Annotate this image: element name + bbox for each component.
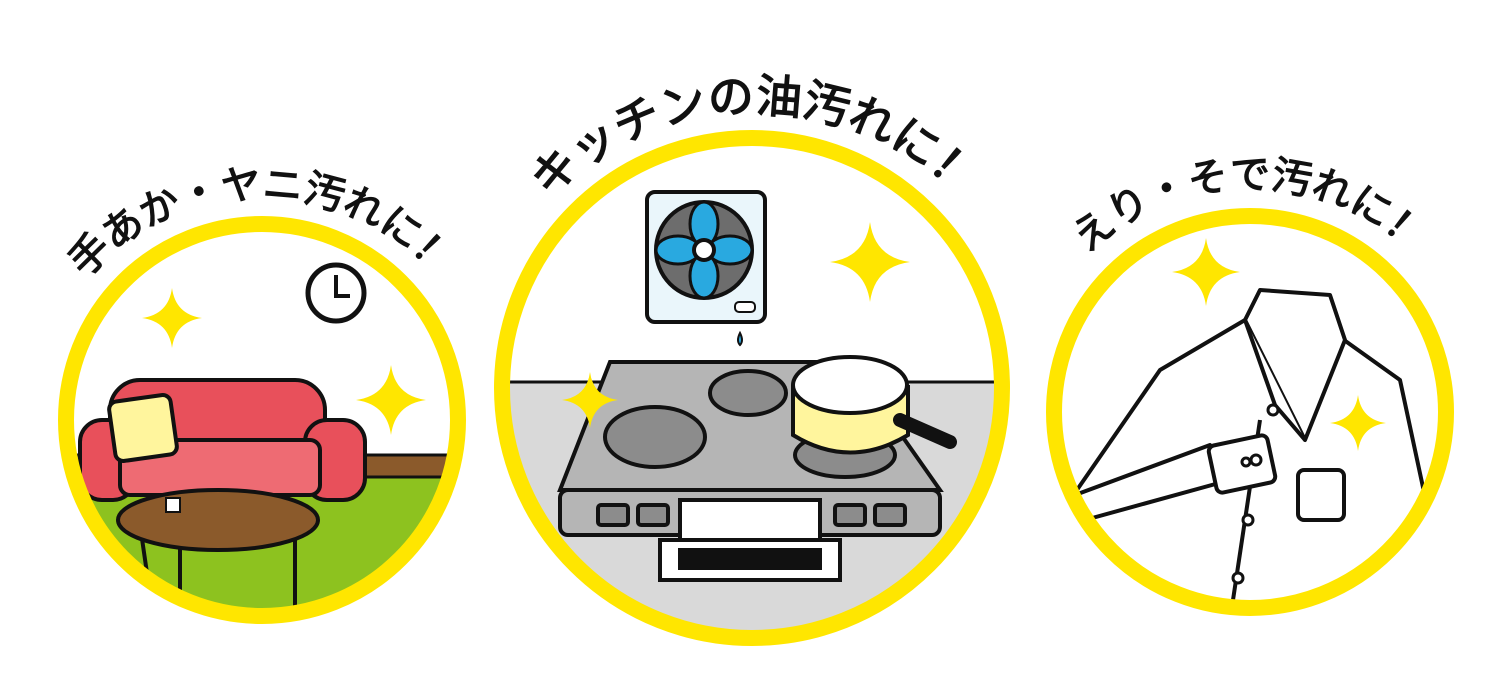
- living-room-scene: [66, 224, 458, 616]
- cushion: [107, 393, 179, 463]
- shirt-scene: [1054, 216, 1446, 608]
- kitchen-scene: [502, 138, 1002, 638]
- ring-right: [1046, 208, 1454, 616]
- ring-middle: [494, 130, 1010, 646]
- ring-left: [58, 216, 466, 624]
- vent-fan-icon: [645, 190, 767, 347]
- oil-drip-icon: [737, 330, 743, 347]
- shirt-pocket: [1296, 468, 1346, 522]
- cup-icon: [165, 497, 181, 513]
- saucepan: [791, 355, 957, 455]
- clock-icon: [305, 262, 367, 324]
- shirt: [1068, 288, 1432, 608]
- sofa: [78, 378, 367, 502]
- shirt-buttons: [1231, 403, 1280, 585]
